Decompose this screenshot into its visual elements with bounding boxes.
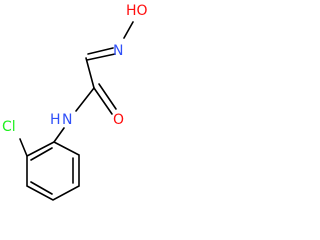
bond-o-n-oxime xyxy=(123,21,134,39)
bond-c-o-double-2 xyxy=(98,83,117,110)
bond-ch-carbonyl xyxy=(85,57,95,89)
hydroxyl-label: HO xyxy=(126,3,147,19)
bond-c-cl xyxy=(19,138,28,157)
ring-double-bond-3 xyxy=(30,147,53,161)
bond-group xyxy=(19,21,134,201)
bond-nh-ring xyxy=(53,127,65,143)
ring-double-bond-2 xyxy=(30,181,53,195)
bond-c-o-double-1 xyxy=(93,87,113,115)
oxime-nitrogen-label: N xyxy=(113,43,123,59)
amide-nitrogen-label: N xyxy=(62,112,72,128)
chlorine-label: Cl xyxy=(2,119,16,135)
benzene-ring xyxy=(26,141,80,201)
amide-hydrogen-label: H xyxy=(50,112,61,128)
molecule-drawing: HO N O N H Cl xyxy=(2,3,147,201)
bond-n-c-double-1 xyxy=(86,53,116,61)
bond-c-nh xyxy=(75,87,95,112)
bond-n-c-double-2 xyxy=(87,47,114,55)
structure-canvas: HO N O N H Cl xyxy=(0,0,147,221)
carbonyl-oxygen-label: O xyxy=(113,112,124,128)
